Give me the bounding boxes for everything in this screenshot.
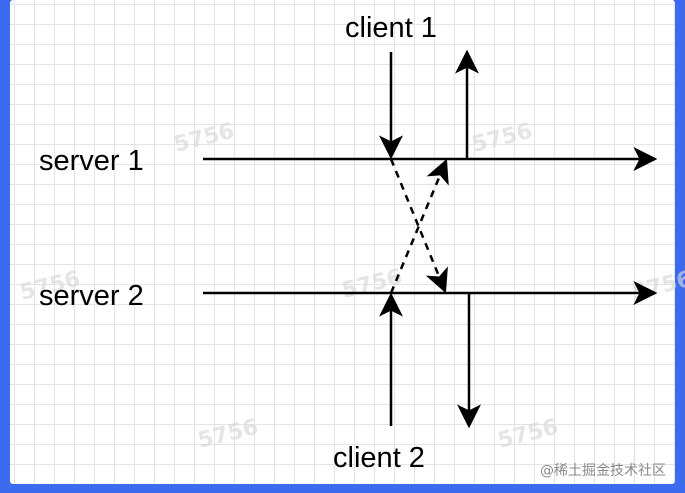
corner-watermark: @稀土掘金技术社区 — [540, 463, 666, 479]
diagram-canvas — [10, 0, 675, 484]
server-2-label: server 2 — [39, 280, 144, 312]
server-1-label: server 1 — [39, 145, 144, 177]
watermark-text: 5756 — [495, 415, 560, 454]
watermark-text: 5756 — [171, 119, 236, 158]
watermark-text: 5756 — [629, 267, 685, 306]
watermark-text: 5756 — [195, 415, 260, 454]
replication-s2-to-s1-arrow — [389, 158, 449, 294]
replication-s1-to-s2-arrow — [389, 158, 448, 294]
client-1-label: client 1 — [345, 12, 437, 44]
client-2-label: client 2 — [333, 442, 425, 474]
watermark-text: 5756 — [339, 265, 404, 304]
watermark-text: 5756 — [469, 119, 534, 158]
